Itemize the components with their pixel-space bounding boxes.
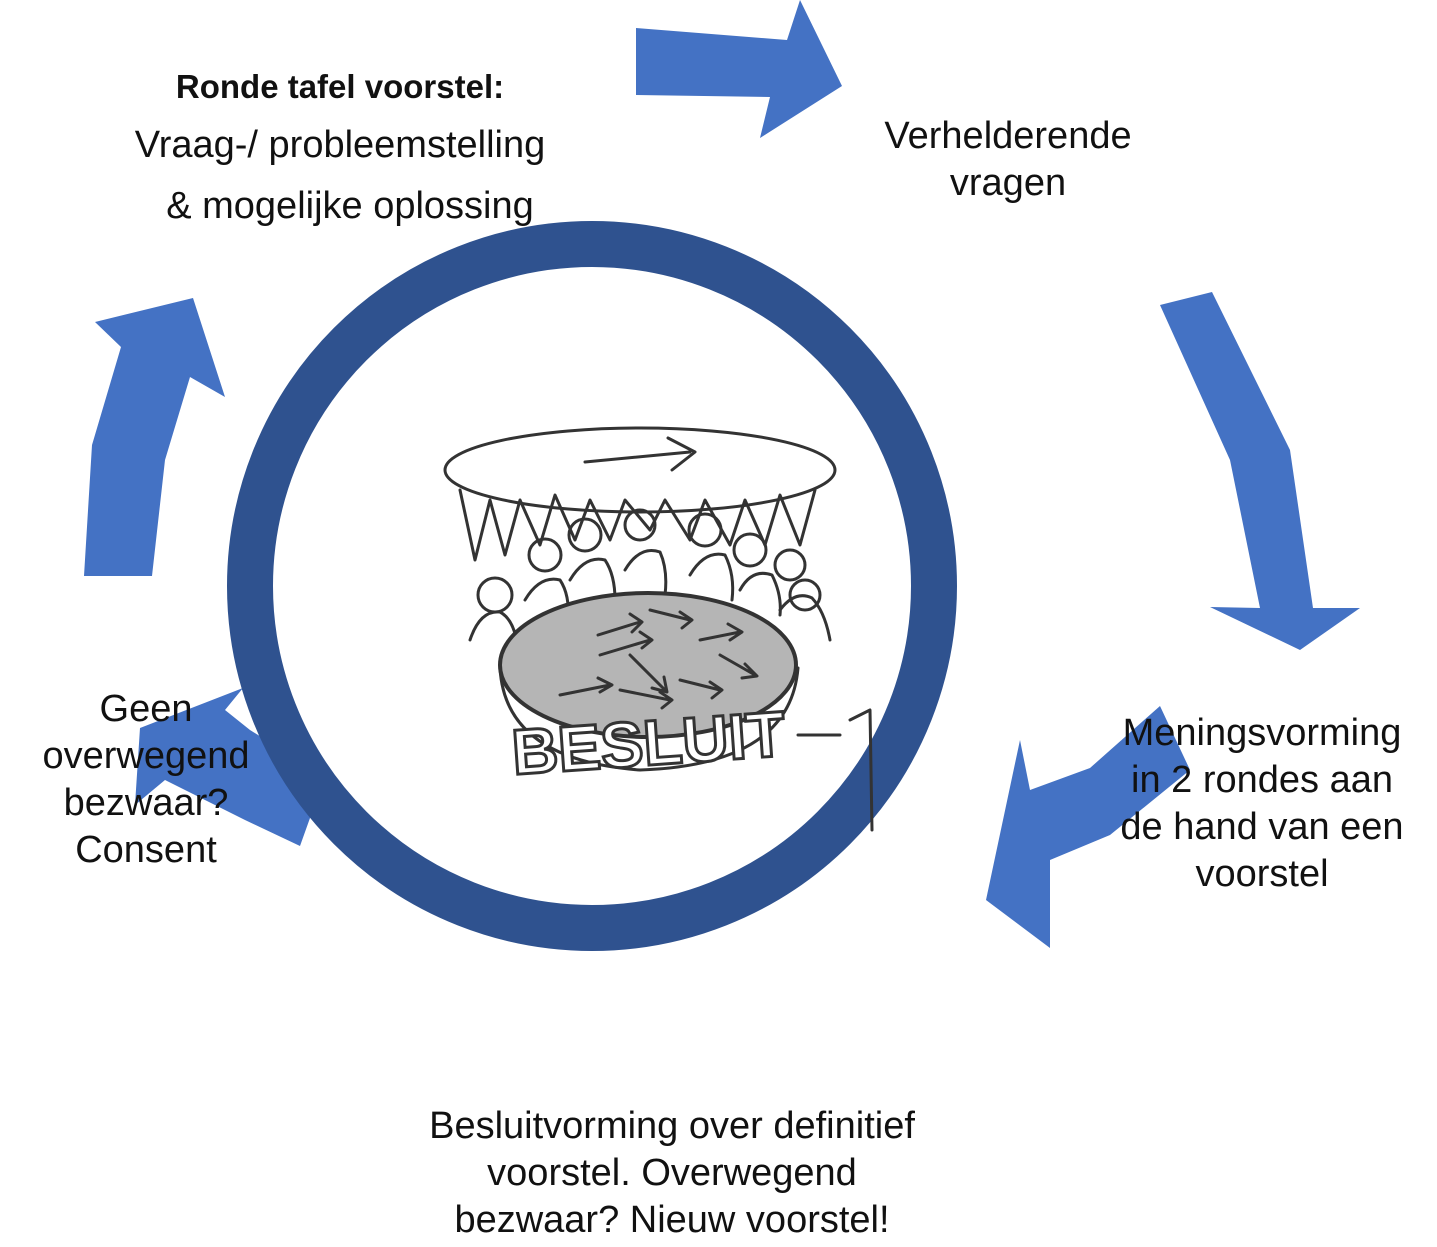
consent-line3: bezwaar? xyxy=(63,782,229,824)
clarify-line2: vragen xyxy=(949,162,1067,204)
thought-cloud xyxy=(443,426,837,514)
step-clarify: Verhelderende vragen xyxy=(838,113,1178,207)
clarify-line1: Verhelderende xyxy=(884,115,1132,157)
step-opinion: Meningsvorming in 2 rondes aan de hand v… xyxy=(1092,710,1432,898)
arrow-bottom-right-icon xyxy=(986,706,1190,948)
consent-line4: Consent xyxy=(75,829,217,871)
decision-line2: voorstel. Overwegend xyxy=(487,1152,857,1194)
proposal-title: Ronde tafel voorstel: xyxy=(175,68,505,105)
round-table-cartoon xyxy=(443,426,874,832)
opinion-line3: de hand van een xyxy=(1120,806,1404,848)
table-top xyxy=(498,591,798,739)
decision-line3: bezwaar? Nieuw voorstel! xyxy=(454,1199,890,1241)
proposal-line1: Vraag-/ probleemstelling xyxy=(134,124,546,166)
center-ring xyxy=(227,221,957,951)
cloud-arrow-icon xyxy=(583,436,697,472)
step-decision: Besluitvorming over definitief voorstel.… xyxy=(362,1103,982,1244)
consent-line1: Geen xyxy=(99,688,193,730)
opinion-line1: Meningsvorming xyxy=(1122,712,1402,754)
arrow-top-icon xyxy=(636,0,842,138)
opinion-line2: in 2 rondes aan xyxy=(1131,759,1393,801)
step-consent: Geen overwegend bezwaar? Consent xyxy=(0,686,292,874)
arrow-right-icon xyxy=(1160,292,1360,650)
proposal-line2: & mogelijke oplossing xyxy=(166,185,534,227)
decision-line1: Besluitvorming over definitief xyxy=(429,1105,915,1147)
arrow-left-icon xyxy=(84,298,225,576)
step-proposal: Ronde tafel voorstel: Vraag-/ probleemst… xyxy=(100,65,580,230)
consent-line2: overwegend xyxy=(42,735,250,777)
opinion-line4: voorstel xyxy=(1195,853,1329,895)
arrow-bottom-left-icon xyxy=(135,688,325,846)
